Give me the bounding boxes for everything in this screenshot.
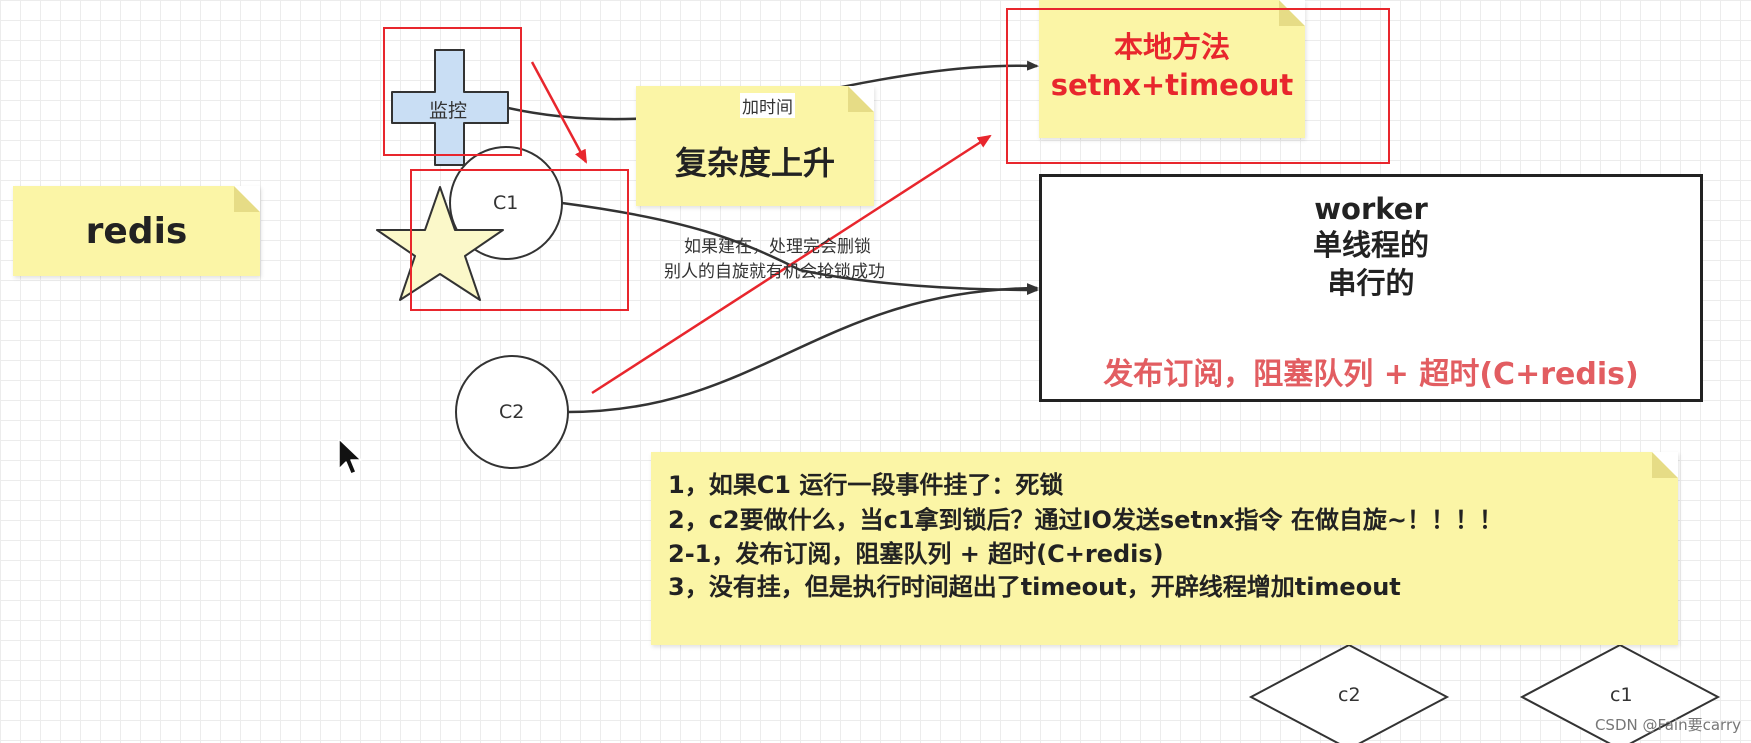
note-fold-corner — [1652, 452, 1678, 478]
worker-box[interactable]: worker 单线程的 串行的 发布订阅，阻塞队列 + 超时(C+redis) — [1039, 174, 1703, 402]
worker-title-line3: 串行的 — [1327, 266, 1415, 300]
if-built-label-line2: 别人的自旋就有机会抢锁成功 — [664, 262, 885, 282]
redis-note[interactable]: redis — [13, 186, 260, 276]
local-method-line2: setnx+timeout — [1050, 68, 1294, 102]
redis-label: redis — [85, 210, 188, 252]
worker-title-line1: worker — [1314, 192, 1428, 226]
note-fold-corner — [234, 186, 260, 212]
watermark: CSDN @Fain要carry — [1594, 716, 1741, 734]
diamond-c2-label: c2 — [1338, 684, 1361, 706]
note-fold-corner — [848, 86, 874, 112]
notes-list-note[interactable] — [651, 452, 1678, 645]
local-method-note[interactable]: 本地方法 setnx+timeout — [1039, 0, 1305, 138]
worker-accent-text: 发布订阅，阻塞队列 + 超时(C+redis) — [1103, 357, 1639, 392]
note-line-3: 3，没有挂，但是执行时间超出了timeout，开辟线程增加timeout — [668, 573, 1401, 601]
diamond-c1-label: c1 — [1610, 684, 1633, 706]
note-fold-corner — [1279, 0, 1305, 26]
highlight-box-c1-star — [410, 169, 629, 311]
note-line-2: 2，c2要做什么，当c1拿到锁后？通过IO发送setnx指令 在做自旋~！！！！ — [668, 506, 1503, 534]
highlight-box-monitor — [383, 27, 522, 156]
if-built-label-line1: 如果建在，处理完会删锁 — [684, 237, 871, 257]
add-time-label: 加时间 — [740, 93, 795, 118]
connector-c2-to-worker — [567, 283, 1039, 414]
diamond-c2-shape[interactable] — [1248, 643, 1450, 743]
mouse-cursor-icon — [338, 438, 362, 475]
red-arrow-to-local-method — [591, 134, 992, 395]
c2-label: C2 — [499, 401, 525, 423]
diamond-c1-shape[interactable] — [1519, 643, 1721, 743]
local-method-text: 本地方法 setnx+timeout — [1039, 0, 1305, 138]
monitor-label: 监控 — [429, 100, 468, 122]
worker-title-line2: 单线程的 — [1312, 228, 1429, 262]
note-line-1: 1，如果C1 运行一段事件挂了：死锁 — [668, 471, 1064, 499]
local-method-line1: 本地方法 — [1113, 30, 1230, 64]
complexity-label: 复杂度上升 — [674, 144, 835, 182]
connector-c1-to-worker — [561, 201, 1039, 295]
star-shape[interactable] — [376, 186, 504, 301]
red-arrow-to-c1 — [530, 61, 588, 164]
c1-label: C1 — [493, 192, 519, 214]
note-line-2-1: 2-1，发布订阅，阻塞队列 + 超时(C+redis) — [668, 540, 1164, 568]
monitor-cross-shape[interactable] — [391, 49, 509, 166]
highlight-box-local-method — [1006, 8, 1390, 164]
